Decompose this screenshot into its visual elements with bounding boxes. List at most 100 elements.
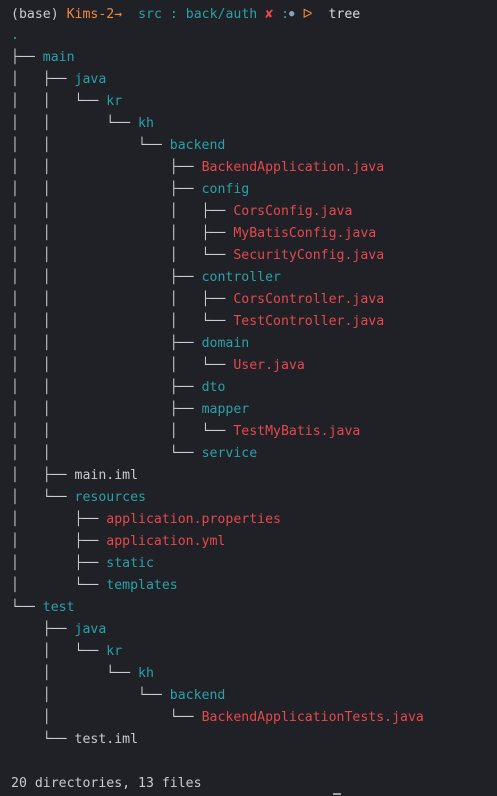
tree-guides: │ ├── [11,512,107,527]
shell-prompt: (base) Kims-2→ src : back/auth ✘ :● ᐅ tr… [11,3,360,25]
tree-file: SecurityConfig.java [233,248,385,263]
tree-file: User.java [233,358,305,373]
tree-guides: ├── [11,622,75,637]
tree-directory: kh [138,116,154,131]
tree-line: └── test.iml [11,729,138,751]
tree-root: . [11,28,19,43]
tree-directory: domain [201,336,250,351]
tree-directory: dto [201,380,226,395]
tree-line: │ └── resources [11,487,146,509]
git-separator: : [169,7,178,22]
stash-icon: ● [289,9,295,19]
tree-guides: │ │ │ ├── [11,292,234,307]
tree-guides: │ │ │ └── [11,358,234,373]
tree-line: │ ├── java [11,69,106,91]
tree-file: BackendApplicationTests.java [201,710,424,725]
tree-summary: 20 directories, 13 files [11,776,202,791]
tree-guides: │ │ │ ├── [11,226,234,241]
tree-file: TestMyBatis.java [233,424,361,439]
tree-file: BackendApplication.java [201,160,385,175]
tree-directory: java [74,72,107,87]
prompt-triangle-icon: ᐅ [302,7,313,22]
tree-line: │ │ ├── BackendApplication.java [11,157,384,179]
tree-guides: │ ├── [11,468,75,483]
tree-guides: │ └── [11,666,139,681]
tree-line: │ └── BackendApplicationTests.java [11,707,424,729]
tree-line: │ │ │ └── SecurityConfig.java [11,245,384,267]
tree-line: │ │ └── kr [11,91,122,113]
tree-line: │ │ ├── dto [11,377,225,399]
tree-line: │ │ │ ├── CorsConfig.java [11,201,352,223]
tree-directory: backend [169,688,226,703]
tree-guides: │ ├── [11,556,107,571]
tree-directory: java [74,622,107,637]
tree-line: ├── main [11,47,75,69]
tree-guides: │ ├── [11,72,75,87]
tree-guides: │ │ ├── [11,182,202,197]
tree-guides: │ │ ├── [11,160,202,175]
tree-line: │ │ └── service [11,443,257,465]
tree-line: │ │ │ └── User.java [11,355,305,377]
tree-guides: │ │ │ ├── [11,204,234,219]
tree-directory: static [106,556,154,571]
tree-file: CorsConfig.java [233,204,353,219]
command-text: tree [328,7,361,22]
tree-directory: resources [74,490,146,505]
tree-guides: │ │ ├── [11,380,202,395]
tree-line: │ │ ├── config [11,179,249,201]
tree-file: CorsController.java [233,292,385,307]
tree-guides: │ │ │ └── [11,424,234,439]
tree-directory: config [201,182,250,197]
tree-guides: │ └── [11,578,107,593]
tree-directory: mapper [201,402,250,417]
tree-guides: │ │ ├── [11,402,202,417]
tree-guides: │ │ └── [11,138,170,153]
tree-line: │ │ │ └── TestController.java [11,311,384,333]
conda-env: (base) [11,7,59,22]
tree-line: │ ├── static [11,553,154,575]
tree-guides: │ └── [11,644,107,659]
dirty-icon: ✘ [265,7,274,22]
tree-guides: │ └── [11,710,202,725]
tree-line: │ └── backend [11,685,226,707]
tree-line: └── test [11,597,75,619]
tree-file: application.properties [106,512,281,527]
tree-line: │ │ ├── controller [11,267,281,289]
git-branch: back/auth [185,7,258,22]
tree-line: │ ├── main.iml [11,465,138,487]
tree-line: ├── java [11,619,107,641]
tree-guides: │ │ │ └── [11,314,234,329]
tree-guides: │ └── [11,490,75,505]
tree-line: │ └── kr [11,641,122,663]
tree-line: │ ├── application.yml [11,531,225,553]
tree-line: │ │ ├── mapper [11,399,249,421]
tree-directory: templates [106,578,178,593]
user-name: Kims-2 [66,7,115,22]
tree-line: │ └── templates [11,575,178,597]
tree-guides: │ │ └── [11,446,202,461]
tree-directory: test [42,600,75,615]
tree-guides: │ ├── [11,534,107,549]
tree-guides: └── [11,600,43,615]
tree-line: │ │ └── kh [11,113,154,135]
tree-line: │ │ │ ├── MyBatisConfig.java [11,223,376,245]
tree-guides: │ │ └── [11,94,107,109]
tree-file: TestController.java [233,314,385,329]
tree-guides: │ │ └── [11,116,139,131]
tree-guides: │ │ ├── [11,270,202,285]
tree-guides: └── [11,732,75,747]
tree-directory: service [201,446,258,461]
tree-line: │ │ └── backend [11,135,225,157]
tree-file: MyBatisConfig.java [233,226,377,241]
current-dir: src [138,7,162,22]
tree-guides: │ └── [11,688,170,703]
tree-directory: kh [138,666,154,681]
tree-guides: ├── [11,50,43,65]
tree-directory: backend [169,138,226,153]
tree-guides: │ │ │ └── [11,248,234,263]
tree-file: main.iml [74,468,139,483]
tree-line: │ ├── application.properties [11,509,281,531]
cursor-icon [333,793,341,795]
tree-file: test.iml [74,732,139,747]
